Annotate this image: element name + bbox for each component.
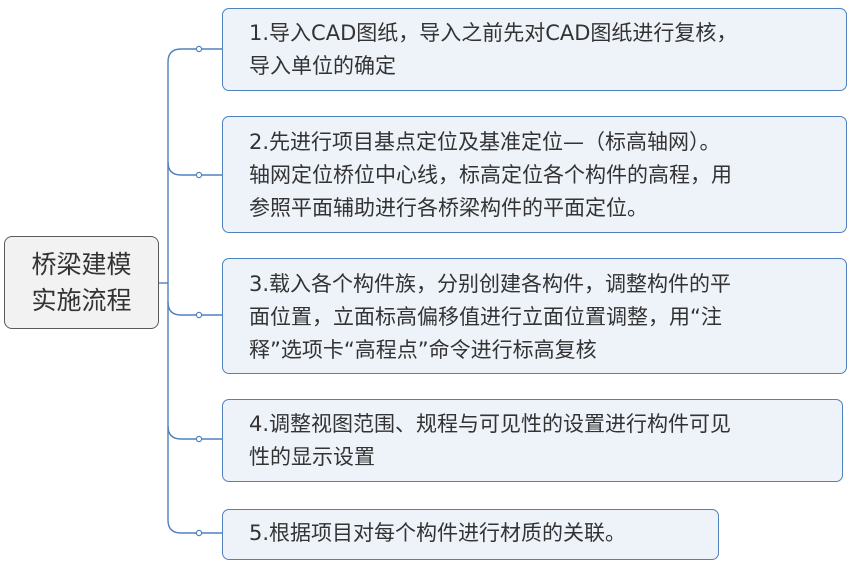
branch-3-line-2: 面位置，立面标高偏移值进行立面位置调整，用“注 [249, 305, 722, 329]
root-topic-text: 桥梁建模 实施流程 [22, 247, 142, 319]
branch-3-line-3: 释”选项卡“高程点”命令进行标高复核 [249, 338, 597, 362]
branch-4-line-2: 性的显示设置 [249, 445, 375, 469]
branch-1-line-2: 导入单位的确定 [249, 54, 396, 78]
branch-4-line-1: 4.调整视图范围、规程与可见性的设置进行构件可见 [249, 412, 732, 436]
branch-topic-2[interactable]: 2.先进行项目基点定位及基准定位—（标高轴网）。 轴网定位桥位中心线，标高定位各… [222, 116, 847, 233]
collapse-handle-1 [195, 45, 203, 53]
branch-1-line-1: 1.导入CAD图纸，导入之前先对CAD图纸进行复核， [249, 21, 738, 45]
root-line-1: 桥梁建模 [31, 249, 132, 279]
root-line-2: 实施流程 [31, 285, 132, 315]
branch-5-line-1: 5.根据项目对每个构件进行材质的关联。 [249, 521, 627, 545]
collapse-handle-2 [195, 171, 203, 179]
root-topic[interactable]: 桥梁建模 实施流程 [4, 236, 159, 329]
branch-topic-5[interactable]: 5.根据项目对每个构件进行材质的关联。 [222, 509, 719, 560]
branch-topic-1[interactable]: 1.导入CAD图纸，导入之前先对CAD图纸进行复核， 导入单位的确定 [222, 8, 847, 91]
branch-topic-3[interactable]: 3.载入各个构件族，分别创建各构件，调整构件的平 面位置，立面标高偏移值进行立面… [222, 258, 847, 374]
branch-3-line-1: 3.载入各个构件族，分别创建各构件，调整构件的平 [249, 272, 732, 296]
collapse-handle-5 [195, 529, 203, 537]
branch-topic-4[interactable]: 4.调整视图范围、规程与可见性的设置进行构件可见 性的显示设置 [222, 399, 843, 482]
branch-2-line-3: 参照平面辅助进行各桥梁构件的平面定位。 [249, 196, 648, 220]
branch-2-line-2: 轴网定位桥位中心线，标高定位各个构件的高程，用 [249, 163, 732, 187]
collapse-handle-3 [195, 311, 203, 319]
branch-2-line-1: 2.先进行项目基点定位及基准定位—（标高轴网）。 [249, 130, 721, 154]
collapse-handle-4 [195, 435, 203, 443]
